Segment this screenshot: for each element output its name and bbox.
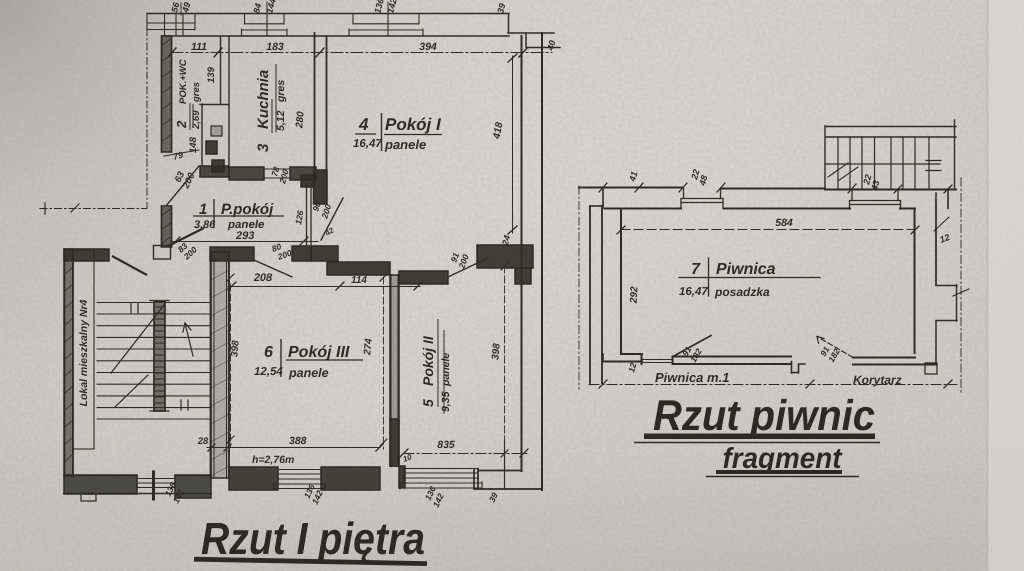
svg-text:90: 90 (310, 200, 323, 212)
svg-text:Pokój II: Pokój II (420, 335, 436, 386)
svg-text:Rzut I piętra: Rzut I piętra (201, 513, 425, 564)
svg-text:398: 398 (490, 343, 502, 361)
svg-text:200: 200 (275, 248, 293, 263)
svg-text:Piwnica m.1: Piwnica m.1 (655, 370, 729, 385)
svg-text:39: 39 (495, 2, 507, 14)
svg-text:84: 84 (251, 2, 263, 14)
svg-text:22: 22 (861, 173, 874, 186)
svg-text:43: 43 (869, 179, 882, 192)
svg-text:200: 200 (456, 253, 471, 271)
svg-text:835: 835 (437, 439, 455, 451)
svg-text:398: 398 (229, 340, 241, 358)
svg-text:91: 91 (680, 345, 694, 358)
svg-text:P.pokój: P.pokój (221, 201, 274, 218)
svg-text:16,47: 16,47 (679, 286, 708, 298)
svg-text:posadzka: posadzka (714, 285, 770, 299)
svg-text:2: 2 (174, 120, 189, 129)
svg-text:111: 111 (191, 41, 207, 53)
svg-text:49: 49 (180, 1, 193, 14)
svg-text:5,12: 5,12 (275, 110, 287, 131)
svg-text:gres: gres (191, 82, 202, 103)
svg-text:Lokal mieszkalny Nr4: Lokal mieszkalny Nr4 (78, 299, 90, 406)
svg-text:148: 148 (188, 136, 199, 153)
svg-text:10: 10 (402, 452, 414, 464)
svg-text:fragment: fragment (723, 443, 843, 475)
svg-text:Korytarz: Korytarz (853, 373, 902, 387)
svg-text:144: 144 (264, 0, 278, 15)
svg-text:394: 394 (419, 41, 437, 53)
svg-text:28: 28 (197, 436, 209, 447)
svg-text:584: 584 (775, 217, 793, 229)
svg-text:91: 91 (818, 345, 832, 358)
svg-text:12,54: 12,54 (254, 366, 283, 378)
svg-text:91: 91 (448, 251, 461, 264)
svg-text:panele: panele (227, 219, 265, 231)
svg-text:POK.+WC: POK.+WC (178, 59, 189, 104)
svg-text:136: 136 (372, 0, 386, 15)
svg-text:200: 200 (319, 203, 333, 221)
svg-text:24: 24 (500, 234, 513, 247)
svg-text:142: 142 (385, 0, 399, 15)
svg-text:Piwnica: Piwnica (716, 261, 776, 278)
svg-text:panele: panele (440, 353, 452, 387)
svg-text:40: 40 (545, 39, 558, 52)
svg-text:418: 418 (491, 121, 505, 141)
svg-text:9,35: 9,35 (440, 391, 452, 412)
svg-text:79: 79 (172, 150, 184, 162)
svg-text:12: 12 (626, 362, 638, 374)
svg-text:gres: gres (275, 80, 287, 103)
svg-text:78: 78 (269, 166, 281, 178)
svg-text:1: 1 (199, 201, 207, 218)
svg-text:Pokój III: Pokój III (288, 344, 350, 361)
svg-text:48: 48 (697, 174, 710, 187)
svg-text:panele: panele (288, 366, 329, 380)
svg-text:292: 292 (629, 286, 641, 305)
svg-text:22: 22 (689, 168, 702, 181)
svg-text:63: 63 (173, 169, 188, 184)
svg-text:Kuchnia: Kuchnia (255, 70, 272, 129)
svg-text:panele: panele (384, 137, 426, 152)
svg-text:388: 388 (289, 435, 307, 447)
svg-text:2,69: 2,69 (191, 110, 202, 130)
svg-text:114: 114 (351, 275, 367, 286)
svg-text:208: 208 (253, 272, 273, 284)
svg-text:h=2,76m: h=2,76m (252, 454, 294, 466)
svg-text:4: 4 (358, 115, 369, 134)
svg-text:6: 6 (264, 344, 273, 361)
svg-text:12: 12 (938, 232, 951, 245)
svg-text:7: 7 (691, 261, 701, 278)
svg-text:16,47: 16,47 (353, 138, 382, 150)
svg-text:Rzut piwnic: Rzut piwnic (653, 392, 875, 440)
svg-text:5: 5 (420, 399, 436, 407)
svg-text:183: 183 (266, 41, 284, 53)
svg-text:293: 293 (235, 230, 254, 242)
svg-text:280: 280 (294, 111, 307, 130)
svg-text:126: 126 (293, 209, 305, 225)
svg-text:39: 39 (487, 491, 500, 504)
svg-text:139: 139 (206, 66, 217, 83)
svg-text:41: 41 (627, 170, 640, 183)
svg-text:200: 200 (277, 168, 291, 186)
svg-text:274: 274 (362, 338, 375, 357)
svg-text:3,86: 3,86 (194, 219, 216, 231)
svg-text:3: 3 (255, 143, 272, 152)
svg-text:Pokój I: Pokój I (385, 115, 442, 134)
svg-text:80: 80 (270, 241, 283, 254)
svg-text:56: 56 (169, 0, 182, 13)
